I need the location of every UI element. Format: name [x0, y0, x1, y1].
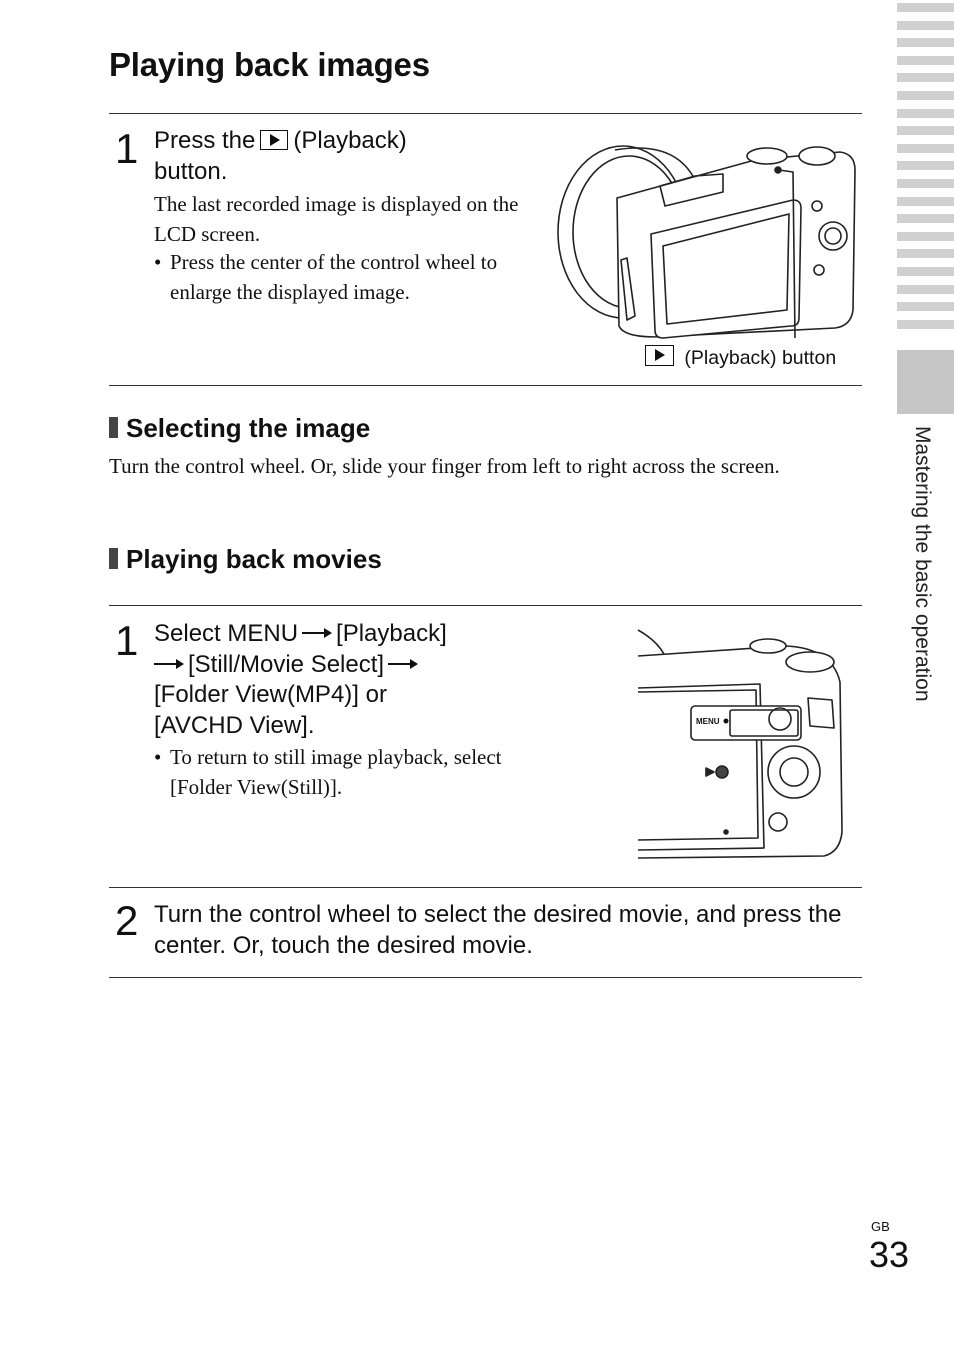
- camera-illustration-back: [557, 145, 856, 339]
- side-tab-stripe: [897, 231, 954, 241]
- side-tab-stripe: [897, 55, 954, 65]
- arrow-right-icon: [388, 658, 419, 669]
- side-tab-stripe: [897, 161, 954, 171]
- figure-caption: (Playback) button: [645, 345, 836, 370]
- side-tab-stripe: [897, 196, 954, 206]
- side-tab-stripe: [897, 73, 954, 83]
- playback-icon: [645, 345, 674, 366]
- menu-label: MENU: [696, 717, 720, 726]
- step-bullet: To return to still image playback, selec…: [154, 743, 530, 802]
- side-tab-stripe: [897, 179, 954, 188]
- step-number: 1: [115, 125, 139, 172]
- arrow-right-icon: [302, 628, 333, 638]
- step-description: The last recorded image is displayed on …: [154, 192, 519, 246]
- side-tab-stripe: [897, 20, 954, 30]
- side-tab-stripe: [897, 143, 954, 153]
- step-bullet: Press the center of the control wheel to…: [154, 248, 535, 307]
- section-body: Turn the control wheel. Or, slide your f…: [109, 454, 780, 478]
- side-tab-stripe: [897, 108, 954, 118]
- playback-icon: [260, 130, 289, 150]
- section-marker: [109, 548, 118, 569]
- side-tab-stripe: [897, 91, 954, 100]
- side-tab-stripe: [897, 3, 954, 12]
- side-tab-stripe: [897, 284, 954, 294]
- step-heading: Press the(Playback) button.: [154, 127, 407, 185]
- side-tab-stripe: [897, 38, 954, 48]
- arrow-right-icon: [154, 658, 184, 669]
- step-heading: Turn the control wheel to select the des…: [154, 901, 842, 959]
- region-code: GB: [871, 1219, 890, 1234]
- side-tab-stripe: [897, 302, 954, 312]
- side-tab-stripe: [897, 319, 954, 329]
- side-tab-stripe: [897, 214, 954, 224]
- divider: [109, 113, 862, 114]
- page-title: Playing back images: [109, 46, 430, 83]
- side-tab-active: [897, 350, 954, 414]
- step-heading: Select MENU[Playback] [Still/Movie Selec…: [154, 620, 447, 739]
- page-number: 33: [869, 1234, 910, 1275]
- side-tab-stripe: [897, 249, 954, 259]
- side-tab-stripe: [897, 126, 954, 136]
- divider: [109, 385, 862, 386]
- divider: [109, 605, 862, 606]
- step-number: 2: [115, 897, 139, 944]
- divider: [109, 977, 862, 978]
- section-heading-selecting: Selecting the image: [109, 413, 370, 444]
- camera-illustration-menu: MENU: [637, 629, 843, 859]
- step-number: 1: [115, 617, 139, 664]
- section-tab-label: Mastering the basic operation: [911, 426, 934, 702]
- divider: [109, 887, 862, 888]
- section-marker: [109, 417, 118, 438]
- section-heading-movies: Playing back movies: [109, 544, 382, 575]
- side-tab-stripe: [897, 267, 954, 276]
